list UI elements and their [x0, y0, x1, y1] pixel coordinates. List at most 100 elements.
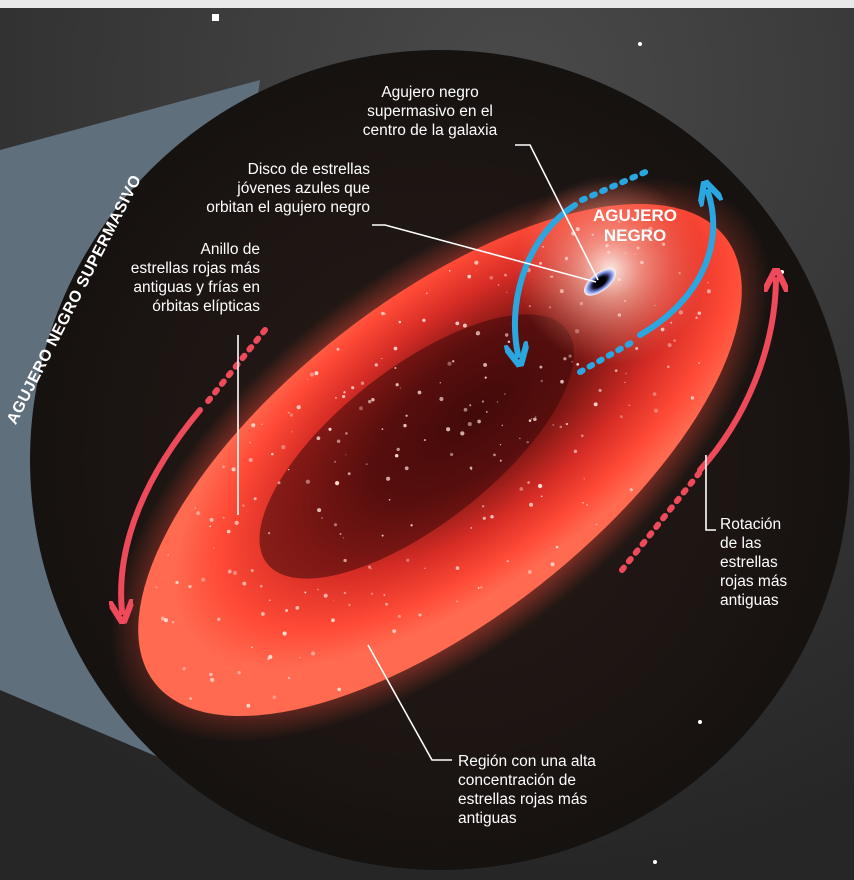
label-line: de las — [720, 535, 762, 552]
star-dot — [439, 396, 444, 402]
star-dot — [209, 525, 212, 528]
star-dot — [540, 379, 544, 383]
star-dot — [534, 415, 537, 418]
star-dot — [383, 594, 386, 596]
star-dot — [690, 396, 695, 400]
star-dot — [323, 593, 328, 598]
label-rotation: Rotación de las estrellas rojas más anti… — [720, 515, 840, 610]
star-dot — [624, 381, 626, 384]
star-dot — [477, 419, 481, 424]
star-dot — [586, 503, 589, 507]
corner-marker — [212, 14, 219, 21]
star-dot — [398, 320, 402, 324]
star-dot — [317, 588, 319, 591]
label-young-disc: Disco de estrellas jóvenes azules que or… — [170, 160, 370, 217]
star-dot — [527, 481, 530, 484]
label-line: rojas más — [720, 573, 788, 590]
star-dot — [359, 406, 363, 411]
galaxy-dark-core — [259, 314, 574, 579]
star-dot — [499, 459, 502, 462]
star-dot — [163, 618, 168, 623]
label-dense-region: Región con una alta concentración de est… — [458, 752, 658, 828]
star-dot — [314, 371, 319, 376]
star-dot — [217, 617, 221, 621]
star-dot — [581, 501, 584, 504]
leader-disc — [372, 224, 597, 283]
label-line: estrellas — [720, 554, 778, 571]
star-dot — [529, 502, 534, 507]
star-dot — [552, 423, 555, 426]
star-dot — [231, 467, 236, 472]
background-star — [698, 720, 702, 724]
star-dot — [477, 587, 480, 589]
label-line: orbitan el agujero negro — [206, 199, 370, 216]
leader-black-hole — [515, 144, 599, 281]
star-dot — [285, 609, 289, 612]
label-black-hole: Agujero negro supermasivo en el centro d… — [340, 83, 520, 140]
star-dot — [277, 481, 281, 485]
star-dot — [335, 481, 340, 486]
star-dot — [426, 292, 428, 295]
star-dot — [573, 449, 578, 454]
star-dot — [282, 631, 287, 636]
star-dot — [489, 275, 494, 280]
star-dot — [295, 606, 300, 610]
star-dot — [446, 427, 451, 432]
star-dot — [304, 591, 307, 594]
star-dot — [287, 411, 290, 414]
star-dot — [652, 392, 657, 396]
star-dot — [182, 667, 186, 671]
star-dot — [628, 404, 630, 406]
star-dot — [593, 402, 598, 407]
star-dot — [695, 316, 698, 319]
star-dot — [289, 413, 293, 417]
star-dot — [496, 401, 499, 403]
star-dot — [267, 531, 271, 535]
label-line: estrellas rojas más — [458, 791, 588, 808]
leader-rotation — [705, 455, 716, 531]
star-dot — [343, 391, 346, 394]
star-dot — [343, 591, 347, 595]
star-dot — [381, 428, 384, 430]
star-dot — [316, 436, 321, 441]
star-dot — [474, 260, 479, 265]
star-dot — [296, 405, 301, 410]
star-dot — [345, 432, 348, 435]
star-dot — [328, 427, 332, 431]
background-star — [638, 42, 642, 46]
star-dot — [386, 476, 391, 481]
blue-curved-arrow-icon — [515, 202, 578, 355]
star-dot — [339, 532, 342, 535]
label-line: Anillo de — [200, 241, 260, 258]
star-dot — [392, 629, 397, 634]
star-dot — [467, 422, 472, 427]
star-dot — [526, 440, 529, 444]
star-dot — [242, 504, 245, 507]
star-dot — [467, 274, 472, 279]
label-line: Disco de estrellas — [247, 161, 370, 178]
label-line: concentración de — [458, 772, 577, 789]
star-dot — [171, 621, 175, 624]
star-dot — [481, 400, 485, 403]
star-dot — [396, 447, 400, 452]
star-dot — [533, 417, 537, 422]
star-dot — [497, 284, 500, 286]
star-dot — [519, 437, 521, 440]
star-dot — [595, 523, 598, 526]
star-dot — [333, 523, 338, 527]
star-dot — [291, 431, 293, 433]
star-dot — [305, 479, 311, 484]
star-dot — [559, 425, 563, 429]
star-dot — [351, 386, 355, 390]
star-dot — [452, 360, 455, 363]
star-dot — [345, 454, 347, 456]
star-dot — [287, 468, 290, 471]
star-dot — [261, 423, 264, 426]
star-dot — [448, 269, 451, 272]
black-hole-inner-label: AGUJERO NEGRO — [575, 206, 695, 246]
star-dot — [228, 569, 232, 574]
star-dot — [482, 516, 486, 520]
star-dot — [167, 554, 170, 557]
star-dot — [380, 311, 385, 316]
